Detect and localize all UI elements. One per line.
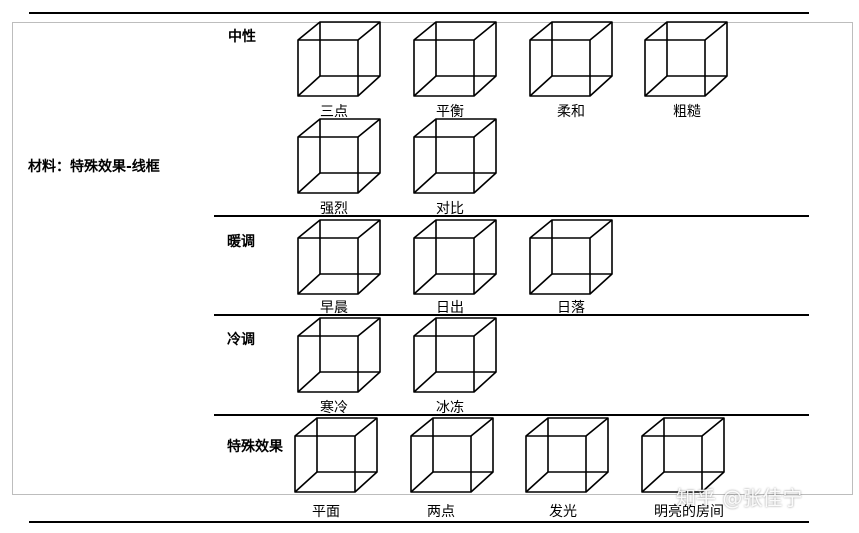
wireframe-cube-icon xyxy=(412,316,498,394)
section-title-cool: 冷调 xyxy=(227,332,255,348)
top-rule xyxy=(29,12,809,14)
item-label: 平衡 xyxy=(436,104,464,120)
section-title-warm: 暖调 xyxy=(227,234,255,250)
item-label: 日落 xyxy=(557,300,585,316)
item-label: 三点 xyxy=(320,104,348,120)
wireframe-cube-icon xyxy=(296,218,382,296)
item-label: 明亮的房间 xyxy=(654,504,724,520)
item-label: 发光 xyxy=(549,504,577,520)
wireframe-cube-icon xyxy=(528,20,614,98)
wireframe-cube-icon xyxy=(524,416,610,494)
wireframe-cube-icon xyxy=(412,20,498,98)
item-label: 对比 xyxy=(436,201,464,217)
item-label: 冰冻 xyxy=(436,400,464,416)
section-title-neutral: 中性 xyxy=(228,29,256,45)
bottom-rule xyxy=(29,521,809,523)
wireframe-cube-icon xyxy=(412,117,498,195)
item-label: 柔和 xyxy=(557,104,585,120)
wireframe-cube-icon xyxy=(293,416,379,494)
material-title: 材料：特殊效果-线框 xyxy=(28,159,160,175)
wireframe-cube-icon xyxy=(643,20,729,98)
divider-special xyxy=(214,414,809,416)
wireframe-cube-icon xyxy=(640,416,726,494)
item-label: 强烈 xyxy=(320,201,348,217)
divider-warm xyxy=(214,215,809,217)
wireframe-cube-icon xyxy=(528,218,614,296)
item-label: 寒冷 xyxy=(320,400,348,416)
wireframe-cube-icon xyxy=(296,316,382,394)
wireframe-cube-icon xyxy=(296,20,382,98)
item-label: 平面 xyxy=(312,504,340,520)
item-label: 早晨 xyxy=(320,300,348,316)
watermark: 知乎 @张佳宁 xyxy=(676,486,803,510)
item-label: 两点 xyxy=(427,504,455,520)
wireframe-cube-icon xyxy=(412,218,498,296)
wireframe-cube-icon xyxy=(296,117,382,195)
item-label: 日出 xyxy=(436,300,464,316)
section-title-special: 特殊效果 xyxy=(227,439,283,455)
divider-cool xyxy=(214,314,809,316)
content-panel xyxy=(12,22,853,495)
item-label: 粗糙 xyxy=(673,104,701,120)
wireframe-cube-icon xyxy=(409,416,495,494)
